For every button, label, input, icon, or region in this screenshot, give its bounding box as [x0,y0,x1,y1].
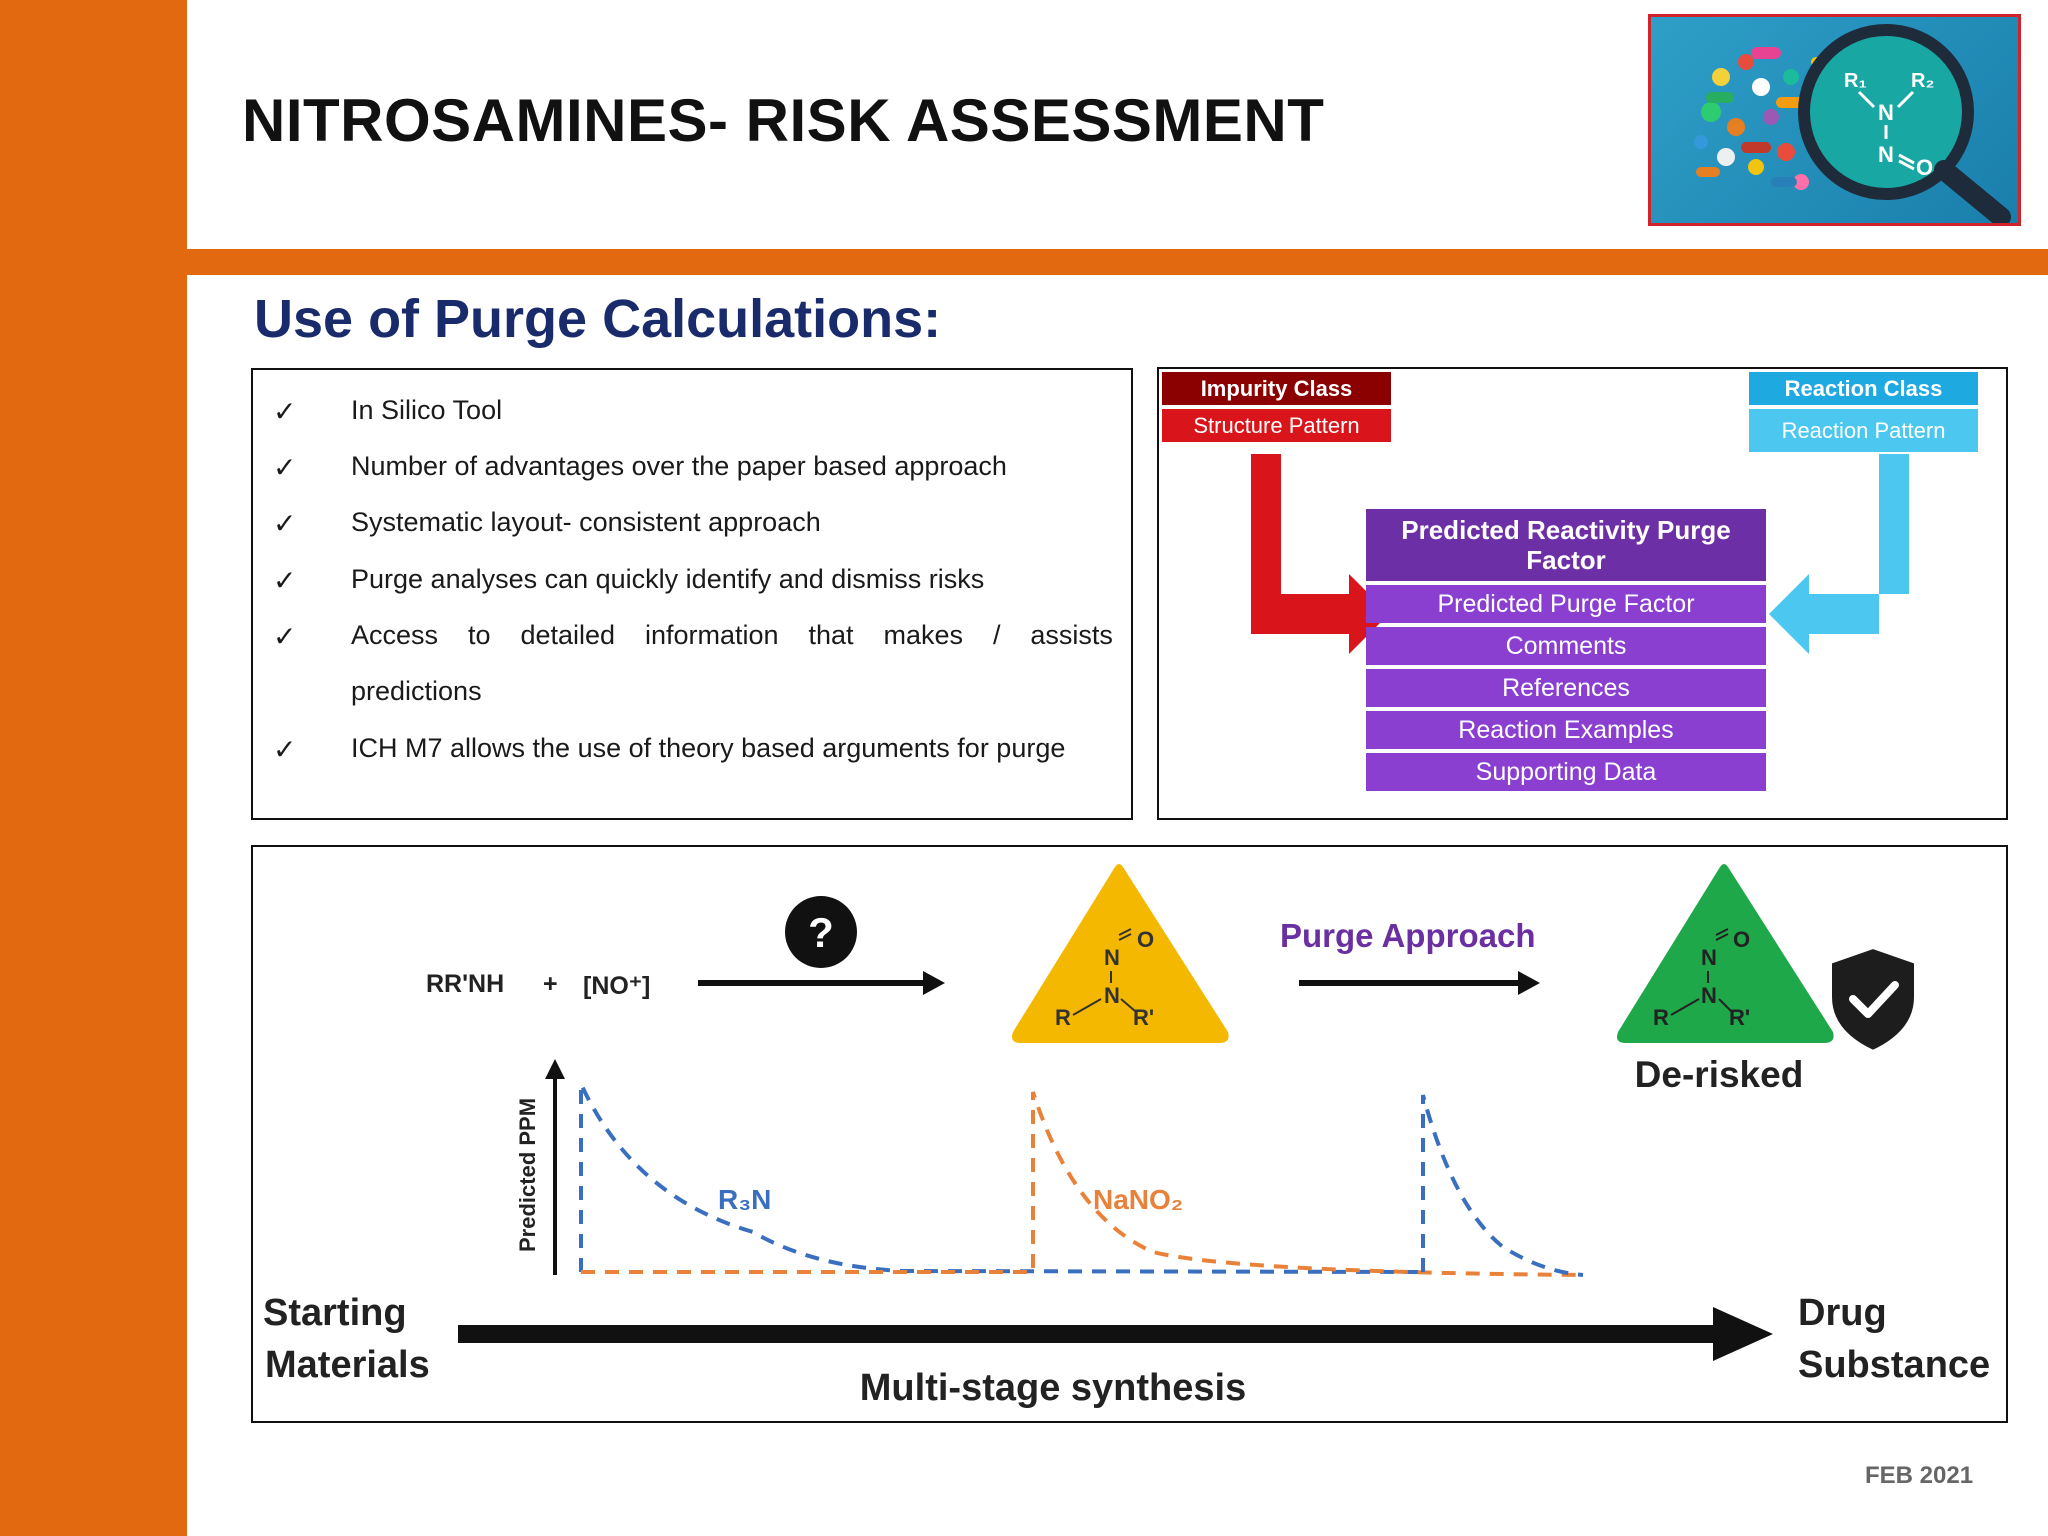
check-icon: ✓ [273,733,297,766]
bullet-text: Number of advantages over the paper base… [351,451,1007,481]
bullet-text: predictions [351,676,482,706]
struct-n-top: N [1701,945,1717,970]
logo-n1-label: N [1878,100,1894,125]
bullet-text: In Silico Tool [351,395,503,425]
predicted-reactivity-title: Predicted Reactivity Purge Factor [1366,509,1766,581]
center-row-supporting-data: Supporting Data [1366,753,1766,791]
derisked-structure: N O N R R' [1653,927,1750,1030]
nitrosamine-structure: N O N R R' [1055,927,1154,1030]
check-icon: ✓ [273,564,297,597]
drug-substance-line2: Substance [1798,1344,1990,1386]
bullet-text: Purge analyses can quickly identify and … [351,564,985,594]
struct-r: R [1653,1005,1669,1030]
logo-o-label: O [1916,155,1933,180]
nitrosamine-warning-icon [1012,864,1229,1043]
r3n-label: R₃N [718,1184,771,1215]
logo-n2-label: N [1878,142,1894,167]
reaction-class-label: Reaction Class [1749,372,1978,405]
bullet-word: / [992,620,1001,650]
r3n-curve [579,1083,1424,1274]
bullet-word: that [808,620,854,650]
drug-substance-line1: Drug [1798,1292,1887,1334]
reagent-label: [NO⁺] [583,972,650,1000]
logo-r1-label: R₁ [1844,70,1867,92]
bullet-word: information [644,620,779,650]
y-axis-label: Predicted PPM [515,1098,540,1252]
section-title: Use of Purge Calculations: [254,289,942,349]
bullet-text: Systematic layout- consistent approach [351,507,821,537]
check-icon: ✓ [273,451,297,484]
center-row-reaction-examples: Reaction Examples [1366,711,1766,749]
struct-n-mid: N [1104,983,1120,1008]
struct-n-mid: N [1701,983,1717,1008]
purge-factor-diagram: Impurity Class Structure Pattern Reactio… [1157,367,2008,820]
reactants-label: RR'NH [426,970,504,998]
blue-arrow-icon [1769,454,1909,654]
derisked-triangle-icon [1617,864,1834,1043]
bullet-word: makes [883,620,963,650]
starting-materials-line1: Starting [263,1292,407,1334]
bullet-text: Access to detailed information that make… [351,620,1113,651]
bullet-word: Access [351,620,439,650]
struct-o: O [1137,927,1154,952]
nano2-curve [581,1091,1584,1277]
red-arrow-icon [1251,454,1389,654]
struct-rprime: R' [1729,1005,1750,1030]
struct-rprime: R' [1133,1005,1154,1030]
header-divider-band [187,249,2048,275]
bullet-word: detailed [520,620,616,650]
logo-r2-label: R₂ [1911,70,1934,92]
left-accent-bar [0,0,187,1536]
final-stage-curve [1421,1094,1584,1277]
bullet-word: to [467,620,491,650]
center-row-predicted-purge-factor: Predicted Purge Factor [1366,585,1766,623]
center-row-references: References [1366,669,1766,707]
bullet-word: assists [1030,620,1113,650]
x-axis-label: Multi-stage synthesis [860,1367,1246,1409]
question-icon [785,896,857,968]
bullet-list-box: ✓ In Silico Tool ✓ Number of advantages … [251,368,1133,820]
check-icon: ✓ [273,395,297,428]
synthesis-process-diagram: RR'NH + [NO⁺] ? N O N R R' Purge Approac… [251,845,2008,1423]
question-mark: ? [808,909,834,956]
bullet-text: ICH M7 allows the use of theory based ar… [351,733,1066,763]
structure-pattern-label: Structure Pattern [1162,409,1391,442]
process-graphic: RR'NH + [NO⁺] ? N O N R R' Purge Approac… [263,864,1990,1409]
logo-graphic: R₁ R₂ N N O [1694,24,2011,223]
struct-n-top: N [1104,945,1120,970]
struct-r: R [1055,1005,1071,1030]
footer-date: FEB 2021 [1865,1462,1974,1489]
plus-label: + [543,970,558,998]
check-icon: ✓ [273,620,297,653]
reaction-pattern-label: Reaction Pattern [1749,409,1978,452]
shield-check-icon [1828,944,1918,1055]
struct-o: O [1733,927,1750,952]
impurity-class-label: Impurity Class [1162,372,1391,405]
purge-approach-label: Purge Approach [1280,917,1535,954]
check-icon: ✓ [273,507,297,540]
center-row-comments: Comments [1366,627,1766,665]
nano2-label: NaNO₂ [1093,1184,1183,1215]
diagram-arrows [1251,454,1909,654]
magnifier-icon: R₁ R₂ N N O [1798,24,2011,223]
page-title: NITROSAMINES- RISK ASSESSMENT [242,87,1325,154]
nitrosamine-logo: R₁ R₂ N N O [1648,14,2021,226]
starting-materials-line2: Materials [265,1344,430,1386]
de-risked-label: De-risked [1635,1054,1804,1095]
